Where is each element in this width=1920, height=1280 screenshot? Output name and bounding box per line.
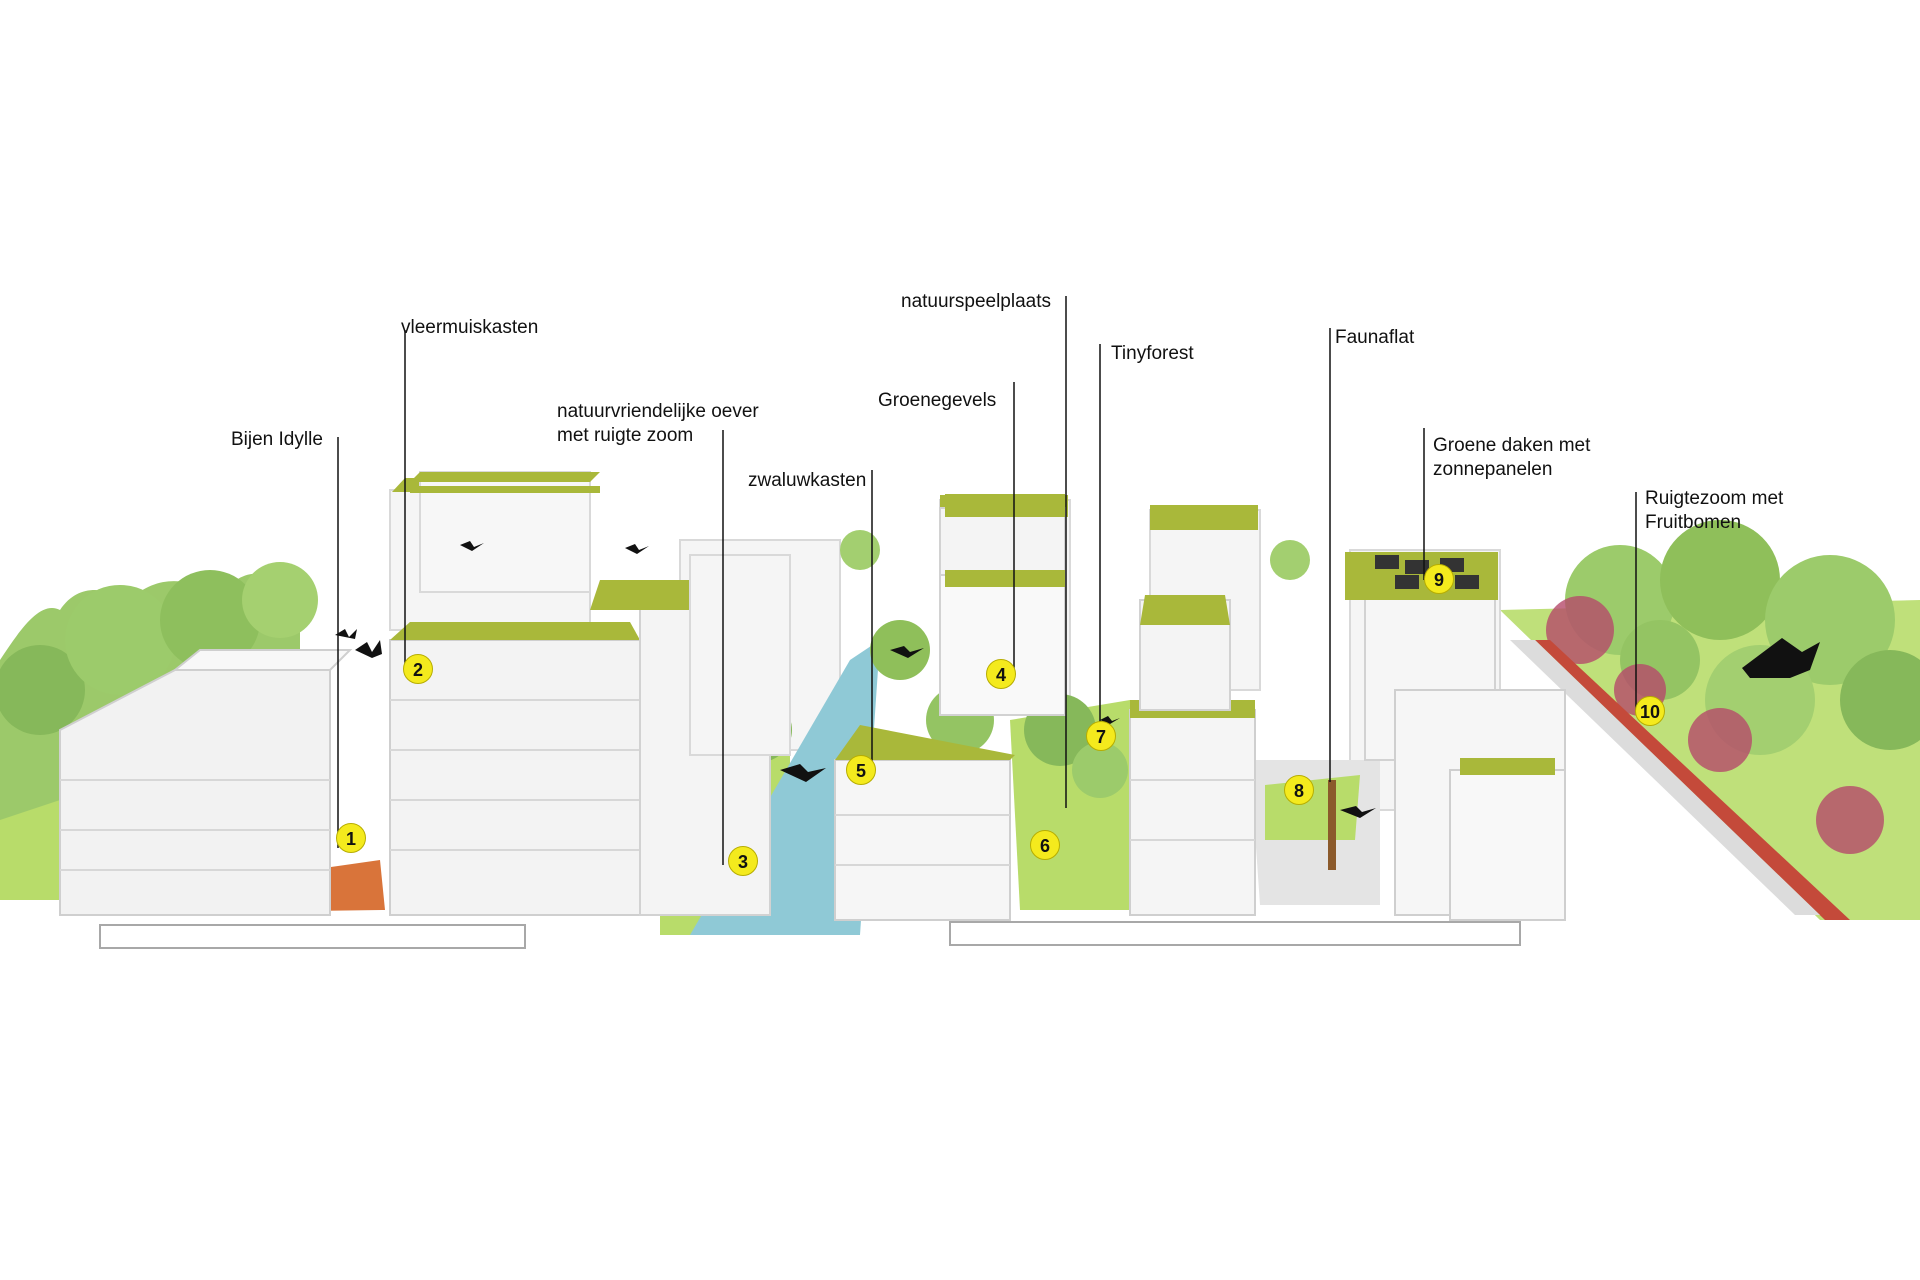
label-oever-line2: met ruigte zoom [557,425,694,446]
marker-6: 6 [1030,830,1060,860]
label-daken-line2: zonnepanelen [1433,459,1553,480]
foundation [99,921,1521,949]
building-left-block [59,649,353,916]
marker-5: 5 [846,755,876,785]
leader-lines [337,296,1637,865]
marker-8: 8 [1284,775,1314,805]
marker-7: 7 [1086,721,1116,751]
label-faunaflat: Faunaflat [1335,327,1415,348]
label-ruigtezoom-line2: Fruitbomen [1645,512,1742,533]
marker-4: 4 [986,659,1016,689]
building-8-right [1394,689,1566,921]
bird-silhouettes [335,541,1820,818]
label-bijen-idylle: Bijen Idylle [231,429,323,450]
label-zwaluwkasten: zwaluwkasten [748,470,867,491]
building-5 [834,725,1015,921]
label-oever-line1: natuurvriendelijke oever [557,401,759,422]
marker-2: 2 [403,654,433,684]
label-vleermuiskasten: vleermuiskasten [401,317,539,338]
label-groenegevels: Groenegevels [878,390,997,411]
building-3 [590,554,791,916]
marker-10: 10 [1635,696,1665,726]
label-daken-line1: Groene daken met [1433,435,1591,456]
label-tinyforest: Tinyforest [1111,343,1194,364]
building-7 [1129,595,1256,916]
label-natuurspeelplaats: natuurspeelplaats [901,291,1051,312]
right-tree-belt [1500,520,1920,920]
marker-3: 3 [728,846,758,876]
marker-1: 1 [336,823,366,853]
building-2 [389,471,641,916]
marker-9: 9 [1424,564,1454,594]
label-ruigtezoom-line1: Ruigtezoom met [1645,488,1784,509]
